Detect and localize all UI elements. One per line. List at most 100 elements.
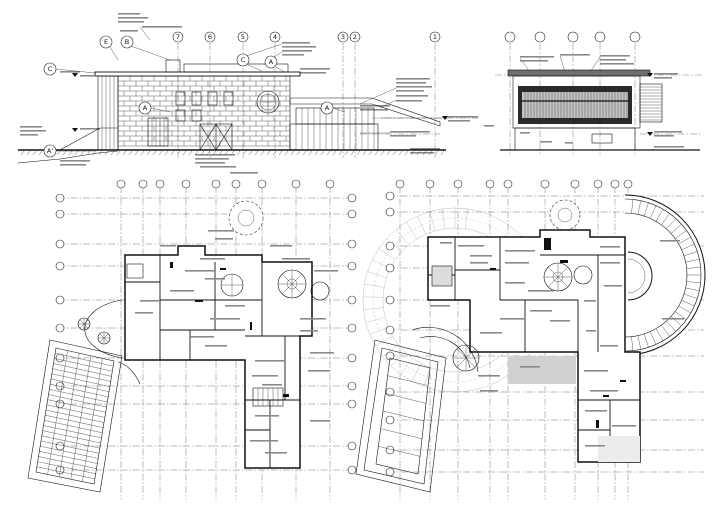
grid-axis-marker xyxy=(385,387,395,397)
grid-axis-marker xyxy=(347,239,357,249)
ground-hatch xyxy=(20,150,445,156)
floor-plan-right xyxy=(355,179,706,500)
annotation-text-mark xyxy=(255,415,279,417)
round-window-cross xyxy=(260,94,276,110)
deck-board-line xyxy=(52,368,111,382)
callout-circle xyxy=(138,101,152,115)
ground-hatch-tick xyxy=(428,150,433,156)
wall-fill xyxy=(490,268,496,270)
deck-board-line xyxy=(70,355,91,480)
deck-board-line xyxy=(38,456,97,469)
annotation-text-mark xyxy=(612,425,636,427)
axis-marker-circle xyxy=(337,31,349,43)
railing-post xyxy=(681,300,695,307)
ground-hatch-tick xyxy=(38,150,43,156)
railing-post xyxy=(631,336,634,351)
wall-fill xyxy=(560,260,568,263)
ground-hatch-tick xyxy=(122,150,127,156)
paving-joint xyxy=(406,221,418,240)
annotation-text-mark xyxy=(396,86,432,88)
axis-marker: 2 xyxy=(349,31,361,43)
grid-axis-marker xyxy=(503,179,513,189)
paving-joint xyxy=(417,215,426,235)
ground-hatch-tick xyxy=(26,150,31,156)
annotation-text-mark xyxy=(584,370,608,372)
left-wing-joints xyxy=(101,76,115,150)
interior-walls xyxy=(428,237,640,462)
annotation-text-mark xyxy=(478,375,500,377)
annotation-text-mark xyxy=(140,300,160,302)
annotation-text-mark xyxy=(654,77,672,79)
ground-hatch-tick xyxy=(410,150,415,156)
roof-opening-outline xyxy=(228,200,264,236)
pool-outline xyxy=(355,339,447,493)
curved-terrace-outer xyxy=(624,194,706,356)
deck-board-line xyxy=(46,404,105,418)
railing-post xyxy=(678,236,691,245)
deck-board-line xyxy=(53,363,112,377)
wall-fill xyxy=(620,380,626,382)
interior-walls xyxy=(125,255,312,468)
grid-axis-marker xyxy=(385,207,395,217)
annotation-text-mark xyxy=(604,285,622,287)
axis-marker-label: 2 xyxy=(353,33,357,41)
ground-hatch-tick xyxy=(434,150,439,156)
paving-joint xyxy=(400,358,413,375)
deck-board-line xyxy=(50,378,110,392)
deck-board-line xyxy=(385,393,427,404)
annotation-text-mark xyxy=(590,390,618,392)
deck-board-line xyxy=(382,410,425,422)
grid-axis-marker xyxy=(385,467,395,477)
grid-axis-marker xyxy=(257,179,267,189)
deck-board-line xyxy=(42,430,101,444)
annotation-text-mark xyxy=(310,420,330,422)
side-elevation-axis-lines xyxy=(504,31,641,156)
grid-axis-marker xyxy=(485,179,495,189)
callout-label: A xyxy=(325,104,330,112)
deck-arc xyxy=(411,326,479,373)
annotation-text-mark xyxy=(360,105,390,107)
callout-circle xyxy=(236,53,250,67)
annotation-text-mark xyxy=(396,78,430,80)
side-elevation xyxy=(484,31,702,156)
grid-axis-marker xyxy=(138,179,148,189)
railing-post xyxy=(675,311,687,320)
axis-marker xyxy=(534,31,546,43)
grid-axis-marker xyxy=(347,381,357,391)
terrace-rosette-spokes xyxy=(78,318,110,344)
annotation-text-mark xyxy=(120,30,138,32)
annotation-text-mark xyxy=(190,336,214,338)
annotation-text-mark xyxy=(208,230,234,232)
deck-board-line xyxy=(47,350,68,475)
annotation-text-mark xyxy=(396,82,426,84)
callout-circle xyxy=(264,55,278,69)
railing-post xyxy=(666,218,677,230)
annotation-text-mark xyxy=(20,130,46,132)
ground-hatch-tick xyxy=(368,150,373,156)
paving-joint xyxy=(429,211,436,231)
ground-hatch-tick xyxy=(344,150,349,156)
roof-opening-outline xyxy=(549,199,581,231)
axis-marker xyxy=(629,31,641,43)
glazing-slats xyxy=(524,92,628,118)
front-elevation-annotations xyxy=(20,13,478,174)
annotation-text-mark xyxy=(585,445,605,447)
ground-hatch-tick xyxy=(110,150,115,156)
callout-circle xyxy=(43,62,57,76)
grid-axis-marker xyxy=(540,179,550,189)
deck-board-line xyxy=(55,352,114,367)
annotation-text-mark xyxy=(230,172,258,174)
grid-axis-marker xyxy=(211,179,221,189)
deck-board-line xyxy=(49,389,108,403)
grid-axis-marker xyxy=(55,209,65,219)
wall-fill xyxy=(250,322,252,330)
terrain-line xyxy=(17,150,119,164)
paving-joint xyxy=(363,307,384,310)
axis-marker-circle xyxy=(269,31,281,43)
paving-joint xyxy=(365,317,386,323)
grid-axis-marker xyxy=(623,179,633,189)
ground-hatch-tick xyxy=(116,150,121,156)
annotation-text-mark xyxy=(215,238,233,240)
front-elevation: 7 6 5 4 3 2 1 E B C C A A A A' xyxy=(17,13,601,174)
